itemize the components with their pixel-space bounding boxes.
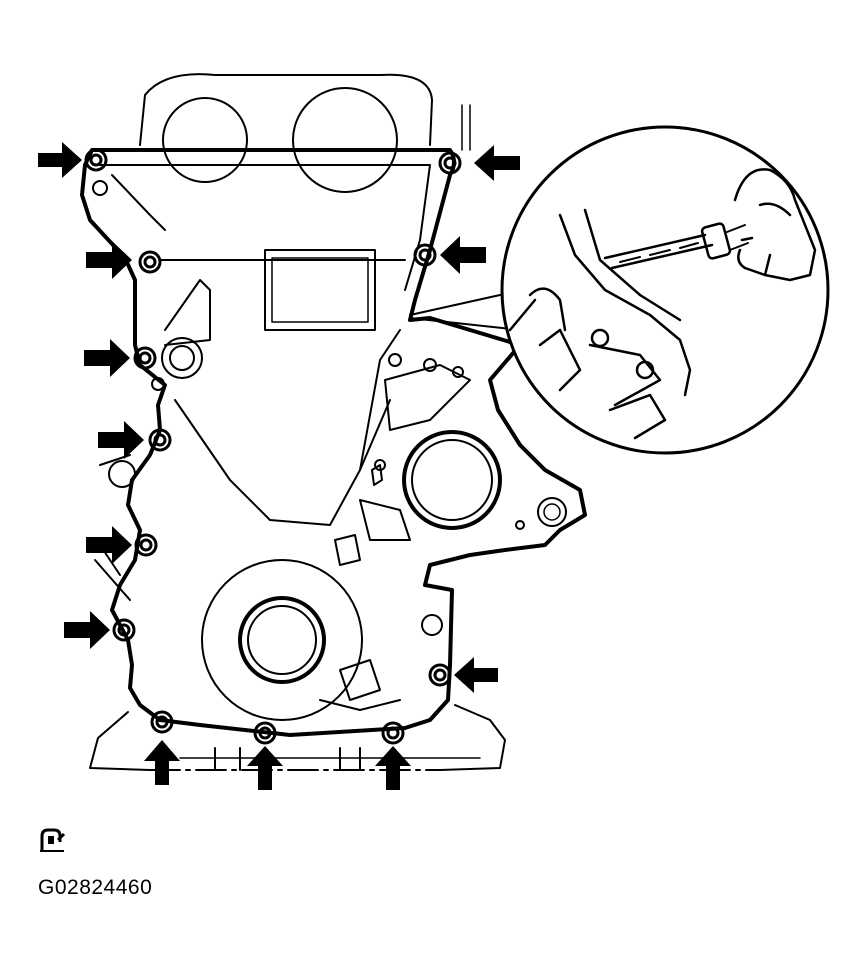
bolt bbox=[138, 250, 162, 274]
sealant-tube-icon bbox=[40, 828, 66, 852]
engine-block-outline bbox=[89, 704, 506, 771]
arrow-right-icon bbox=[86, 241, 132, 279]
bolt bbox=[84, 148, 108, 172]
arrow-group bbox=[38, 142, 520, 790]
arrow-left-icon bbox=[474, 145, 520, 181]
arrow-left-icon bbox=[440, 236, 486, 274]
arrow-right-icon bbox=[38, 142, 82, 178]
part-number-label: G02824460 bbox=[38, 876, 153, 899]
bolt bbox=[148, 428, 172, 452]
arrow-left-icon bbox=[454, 657, 498, 693]
camshaft-pulleys bbox=[139, 73, 471, 193]
arrow-right-icon bbox=[86, 526, 132, 564]
arrow-right-icon bbox=[64, 611, 110, 649]
bolt-group bbox=[84, 148, 462, 745]
water-pump-housing bbox=[334, 353, 567, 636]
bolt bbox=[428, 663, 452, 687]
bolt bbox=[381, 721, 405, 745]
arrow-up-icon bbox=[375, 746, 411, 790]
arrow-up-icon bbox=[247, 746, 283, 790]
sealant-detail-callout bbox=[500, 125, 830, 455]
arrow-right-icon bbox=[98, 421, 144, 459]
bolt bbox=[112, 618, 136, 642]
bolt bbox=[150, 710, 174, 734]
arrow-up-icon bbox=[144, 740, 180, 785]
callout-leader bbox=[409, 294, 521, 331]
bolt bbox=[133, 346, 157, 370]
bolt bbox=[438, 151, 462, 175]
bolt bbox=[134, 533, 158, 557]
bolt bbox=[253, 721, 277, 745]
arrow-right-icon bbox=[84, 339, 130, 377]
bolt bbox=[413, 243, 437, 267]
crankshaft-seal bbox=[201, 559, 401, 721]
